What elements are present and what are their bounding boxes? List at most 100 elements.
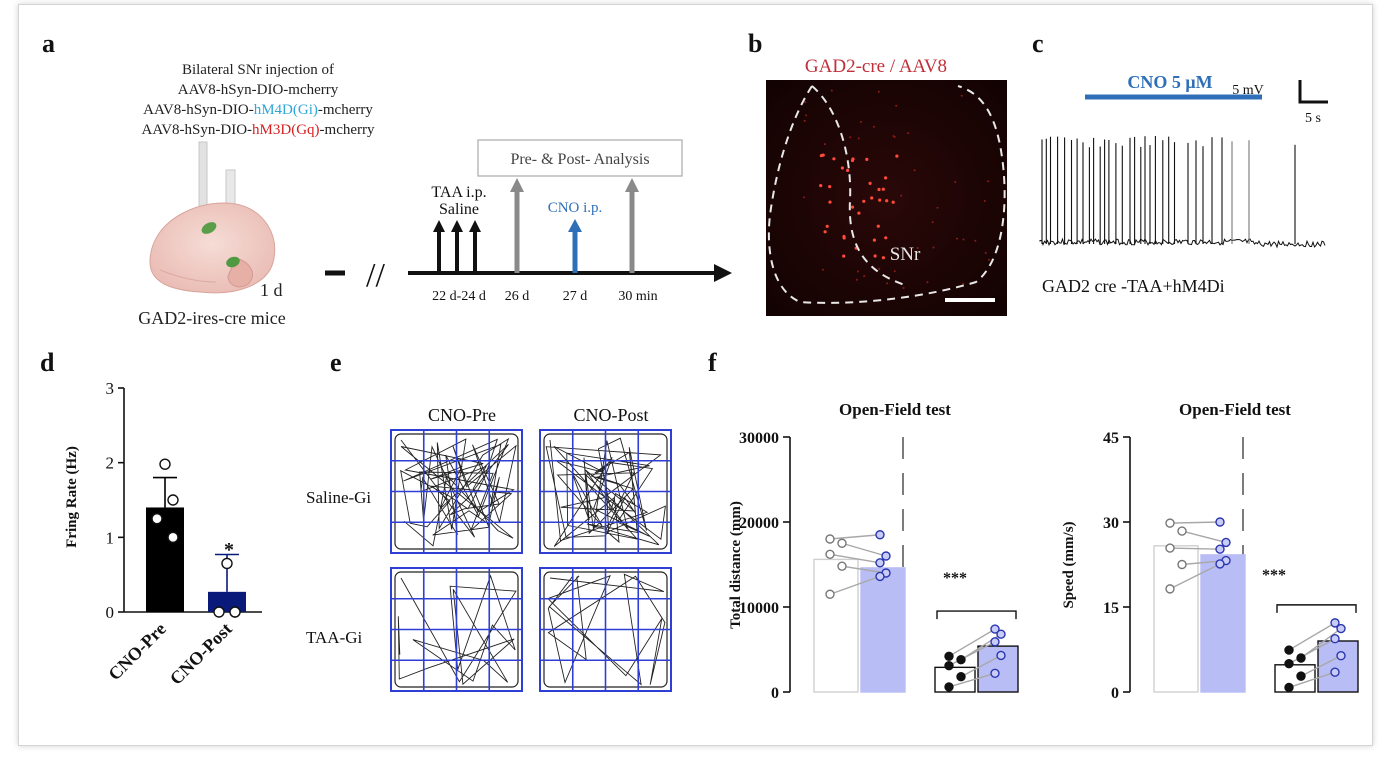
d-point bbox=[221, 557, 233, 570]
signal-dot bbox=[893, 270, 896, 273]
signal-dot bbox=[907, 132, 910, 135]
signal-dot bbox=[916, 247, 919, 249]
f-pair-line bbox=[829, 553, 881, 564]
f-bar-post bbox=[1317, 640, 1359, 693]
f1-ylabel: Total distance (mm) bbox=[728, 501, 744, 629]
f-pair-line bbox=[1288, 671, 1336, 689]
f-bar-pre bbox=[1153, 545, 1199, 693]
mouse-brain-icon bbox=[149, 202, 276, 294]
d-xtick-post: CNO-Post bbox=[166, 619, 236, 689]
signal-dot bbox=[842, 234, 846, 239]
f-point-pre bbox=[1165, 518, 1175, 528]
d-ytick-label: 3 bbox=[106, 379, 115, 398]
signal-dot bbox=[825, 224, 829, 228]
d-point bbox=[151, 512, 163, 525]
inner-outline bbox=[811, 85, 906, 286]
signal-dot bbox=[902, 287, 905, 289]
region-label: SNr bbox=[890, 244, 921, 265]
f-ytick-label: 15 bbox=[1103, 600, 1119, 617]
scale-voltage: 5 mV bbox=[1232, 83, 1264, 98]
d-ylabel: Fring Rate (Hz) bbox=[64, 446, 80, 548]
f-point-pre bbox=[1296, 671, 1306, 681]
f-ytick-label: 0 bbox=[771, 685, 779, 702]
d-annotation: * bbox=[224, 539, 234, 561]
signal-dot bbox=[885, 199, 889, 203]
f-point-pre bbox=[1284, 658, 1294, 669]
scale-bar-icon bbox=[1298, 80, 1328, 104]
f-ytick-label: 45 bbox=[1103, 430, 1119, 447]
signal-dot bbox=[932, 246, 935, 249]
f-point-post bbox=[881, 551, 891, 561]
f-point-pre bbox=[825, 589, 835, 599]
f1-annotation: *** bbox=[943, 570, 967, 587]
timeline: // Pre- & Post- Analysis TAA i.p. Saline… bbox=[325, 139, 732, 304]
f-pair-line bbox=[829, 575, 881, 595]
signal-dot bbox=[819, 184, 823, 188]
analysis-label: Pre- & Post- Analysis bbox=[510, 151, 649, 168]
f-bar-pre bbox=[934, 666, 976, 693]
signal-dot bbox=[884, 236, 888, 240]
f-ytick-label: 0 bbox=[1111, 685, 1119, 702]
signal-dot bbox=[804, 101, 807, 104]
f-point-pre bbox=[944, 682, 954, 692]
saline-label: Saline bbox=[439, 201, 479, 218]
f-point-pre bbox=[825, 549, 835, 559]
signal-dot bbox=[900, 194, 903, 197]
f-bar-pre bbox=[813, 558, 859, 693]
f-point-post bbox=[875, 530, 885, 540]
signal-dot bbox=[960, 94, 963, 97]
signal-dot bbox=[819, 154, 824, 158]
row-label-saline: Saline-Gi bbox=[306, 488, 371, 507]
d-bar bbox=[146, 507, 184, 612]
signal-dot bbox=[868, 181, 872, 185]
d-bar bbox=[208, 591, 246, 612]
f-point-post bbox=[1336, 651, 1346, 661]
signal-dot bbox=[840, 166, 845, 170]
f-point-post bbox=[990, 637, 1000, 647]
injection-line-1: Bilateral SNr injection of bbox=[182, 62, 334, 78]
signal-dot bbox=[860, 120, 862, 123]
trace-baseline bbox=[1039, 237, 1326, 249]
col-label-pre: CNO-Pre bbox=[428, 405, 496, 425]
signal-dot bbox=[877, 90, 880, 93]
f-pair-line bbox=[948, 628, 996, 657]
d-point bbox=[229, 606, 241, 618]
f-point-post bbox=[1336, 623, 1346, 634]
signal-dot bbox=[857, 211, 861, 215]
f2-title: Open-Field test bbox=[1179, 400, 1291, 419]
f-point-pre bbox=[1177, 559, 1187, 570]
signal-dot bbox=[895, 154, 899, 158]
panel-label-a: a bbox=[42, 29, 55, 58]
signal-dot bbox=[857, 137, 860, 140]
panel-e: CNO-Pre CNO-Post Saline-Gi TAA-Gi bbox=[306, 405, 672, 692]
f-bar-post bbox=[1200, 554, 1246, 693]
signal-dot bbox=[913, 169, 916, 172]
f-pair-line bbox=[1169, 547, 1221, 550]
signal-dot bbox=[850, 158, 855, 163]
signal-dot bbox=[956, 237, 958, 240]
signal-dot bbox=[881, 187, 885, 191]
break-marks: // bbox=[366, 257, 385, 294]
d-point bbox=[213, 606, 225, 618]
signal-dot bbox=[962, 282, 965, 285]
signal-dot bbox=[803, 196, 805, 199]
signal-dot bbox=[862, 199, 866, 203]
timeline-arrowhead bbox=[714, 264, 732, 282]
f-pair-line bbox=[841, 542, 887, 557]
f-bar-pre bbox=[1274, 664, 1316, 693]
f-pair-line bbox=[960, 654, 1002, 678]
injection-arrow-icon bbox=[433, 220, 481, 273]
f-point-pre bbox=[956, 655, 966, 665]
signal-dot bbox=[863, 275, 866, 278]
fluorescence-signal bbox=[803, 89, 990, 289]
signal-dot bbox=[821, 268, 824, 271]
cno-arrow-icon bbox=[568, 219, 582, 273]
signal-dot bbox=[891, 200, 895, 204]
snr-outline bbox=[767, 85, 1006, 304]
signal-dot bbox=[872, 238, 877, 242]
f2-ylabel: Speed (mm/s) bbox=[1061, 521, 1077, 608]
f-bar-post bbox=[860, 567, 906, 693]
f-pair-line bbox=[948, 672, 996, 688]
f-pair-line bbox=[841, 565, 887, 574]
